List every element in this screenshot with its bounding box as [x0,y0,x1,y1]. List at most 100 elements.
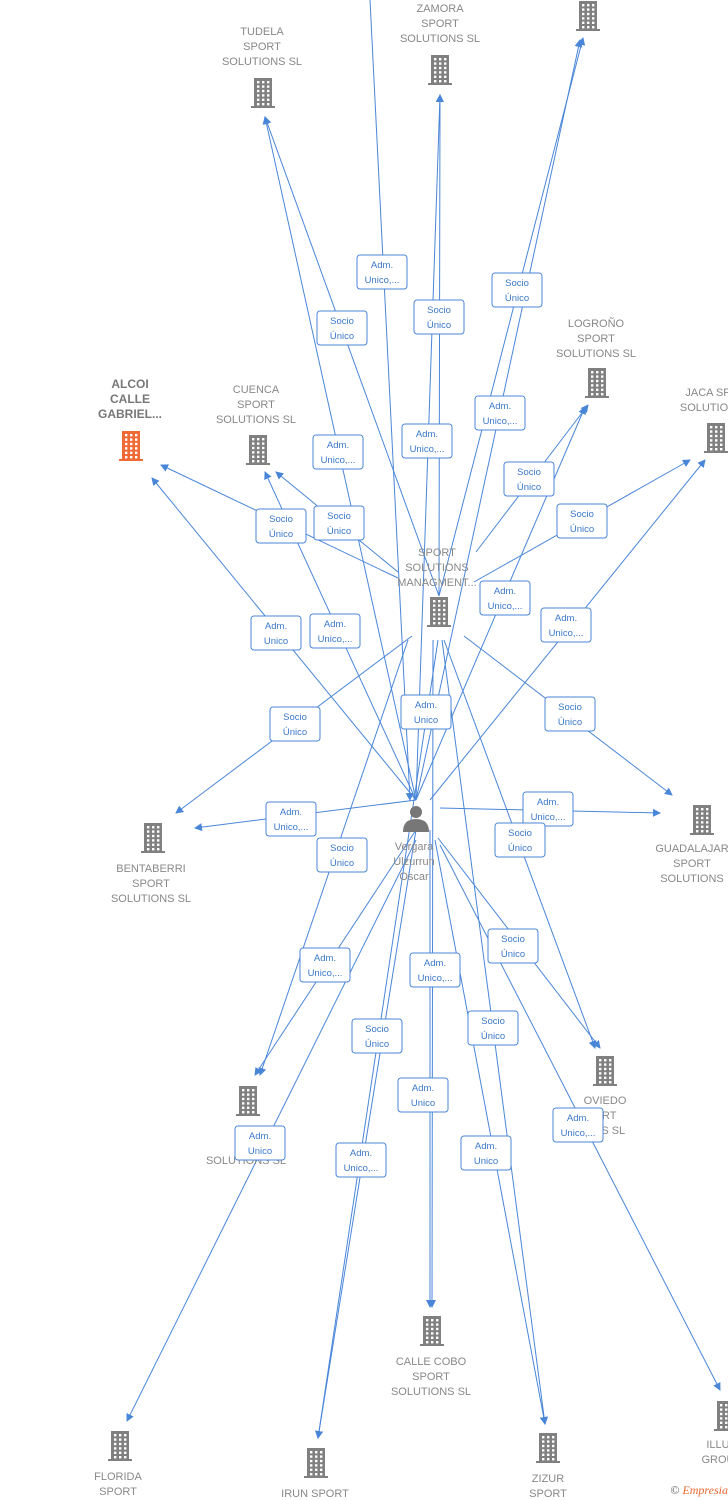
company-label: SOLUTION [680,402,728,414]
company-node-alcoi[interactable]: ALCOICALLEGABRIEL... [98,377,162,461]
edge-label-text: Adm. [537,797,559,808]
edge-label[interactable]: Adm.Unico,... [401,423,453,459]
edge-label-text: Unico [411,1098,435,1109]
edge-label-text: Unico,... [321,455,356,466]
company-label: SOLUTIONS SL [556,348,636,360]
building-icon [593,1056,617,1086]
edge-label-text: Adm. [475,1141,497,1152]
building-icon [428,55,452,85]
edge-label[interactable]: Adm.Unico,... [479,580,531,616]
company-label: SOLUTIONS SL [222,56,302,68]
edge-label-text: Socio [505,278,529,289]
company-label: GUADALAJAR [655,843,728,855]
edge-label[interactable]: Adm.Unico [400,694,452,730]
edge-label-text: Socio [481,1016,505,1027]
edge-label-text: Unico,... [318,634,353,645]
edge-label-text: Adm. [371,260,393,271]
edge-label[interactable]: Adm.Unico,... [309,613,361,649]
edge-label-text: Socio [508,828,532,839]
edge-label[interactable]: Adm. Unico,... [356,254,408,290]
company-label: TUDELA [240,26,284,38]
edge-label[interactable]: Adm.Unico,... [312,434,364,470]
edge-label-text: Único [505,293,529,304]
company-node-irun[interactable]: IRUN SPORT [281,1448,349,1500]
edge-label-text: Socio [501,934,525,945]
edge-label-text: Unico [264,636,288,647]
edge-line [263,116,440,597]
company-label: ALCOI [111,377,148,391]
edge-label-text: Unico,... [344,1163,379,1174]
edge-label[interactable]: Adm. Unico,... [335,1142,387,1178]
edge-label[interactable]: Adm. Unico,... [540,607,592,643]
edge-label-text: Adm. [567,1113,589,1124]
building-icon [251,78,275,108]
edge-label-text: Unico,... [365,275,400,286]
company-node-jaca[interactable]: JACA SPSOLUTION [680,387,728,453]
building-icon [236,1086,260,1116]
company-label: SPORT [132,878,170,890]
brand-logo[interactable]: Empresia [682,1483,728,1497]
person-icon [403,806,429,832]
edge-label[interactable]: Adm.Unico,... [552,1107,604,1143]
company-label: SPORT [418,547,456,559]
edge-label-text: Unico,... [549,628,584,639]
edge-label-text: Adm. [350,1148,372,1159]
edge-label[interactable]: Adm. Unico,... [265,801,317,837]
edge-line [435,94,444,597]
building-icon [427,597,451,627]
company-label: BENTABERRI [116,863,185,875]
company-node-illu[interactable]: ILLUGROU [702,1401,728,1466]
edge-label[interactable]: Adm. Unico [250,615,302,651]
edge-label[interactable]: Adm.Unico,... [409,952,461,988]
edge-label[interactable]: Adm.Unico [460,1135,512,1171]
company-node-top-right[interactable] [576,1,600,31]
edge-label-text: Adm. [415,700,437,711]
company-node-ssm[interactable]: SPORTSOLUTIONSMANAGMENT... [397,547,477,627]
edge-label-text: Adm. [494,586,516,597]
edge-label-text: Adm. [280,807,302,818]
building-icon [420,1316,444,1346]
person-name: Oscar [399,871,429,883]
edge-label-text: Socio [327,511,351,522]
edge-label-text: Adm. [424,958,446,969]
edge-line [434,839,548,1425]
edge-label-text: Socio [283,712,307,723]
edge-label[interactable]: Adm.Unico,... [474,395,526,431]
company-label: SPORT [577,333,615,345]
company-label: SPORT [237,399,275,411]
edge-label-text: Adm. [249,1131,271,1142]
copyright-symbol: © [670,1483,680,1497]
edge-label[interactable]: Adm.Unico [234,1125,286,1161]
edge-label[interactable]: Adm.Unico,... [299,947,351,983]
edge-label[interactable]: Adm.Unico,... [522,791,574,827]
edge-label-text: Adm. [555,613,577,624]
edge-label-text: Único [508,843,532,854]
edge-label-text: Adm. [265,621,287,632]
edge-label[interactable]: Adm.Unico [397,1077,449,1113]
edge-label-text: Unico,... [274,822,309,833]
